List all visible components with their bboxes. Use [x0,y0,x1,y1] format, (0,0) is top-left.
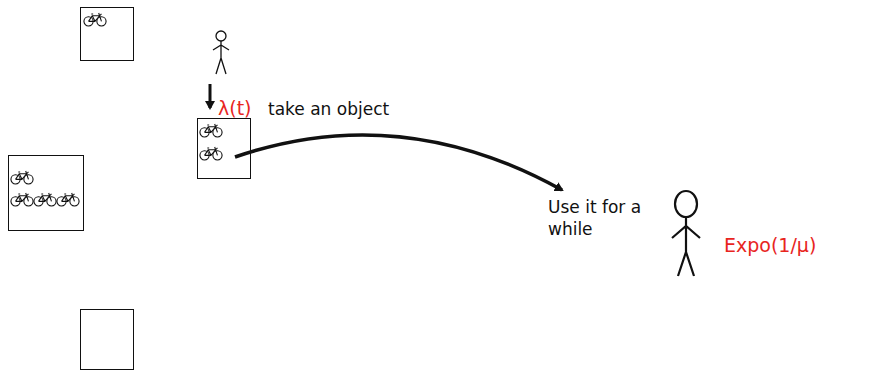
stick-figure [672,191,700,276]
usage-label: Use it for a while [548,196,644,240]
bike-icon [200,147,222,160]
bike-icon [34,193,56,206]
stick-figure [213,31,229,74]
station-box [198,119,251,179]
action-label: take an object [268,98,389,120]
trip-arrow [235,135,562,190]
bike-icon [11,193,33,206]
station-box [81,310,134,370]
station-box [81,8,134,61]
duration-label: Expo(1/μ) [724,233,816,258]
bike-icon [11,171,33,184]
station-box [9,156,84,231]
rate-label: λ(t) [218,96,252,121]
arrival-arrow [209,84,212,108]
bike-icon [84,13,106,26]
bike-icon [200,124,222,137]
bike-icon [57,193,79,206]
